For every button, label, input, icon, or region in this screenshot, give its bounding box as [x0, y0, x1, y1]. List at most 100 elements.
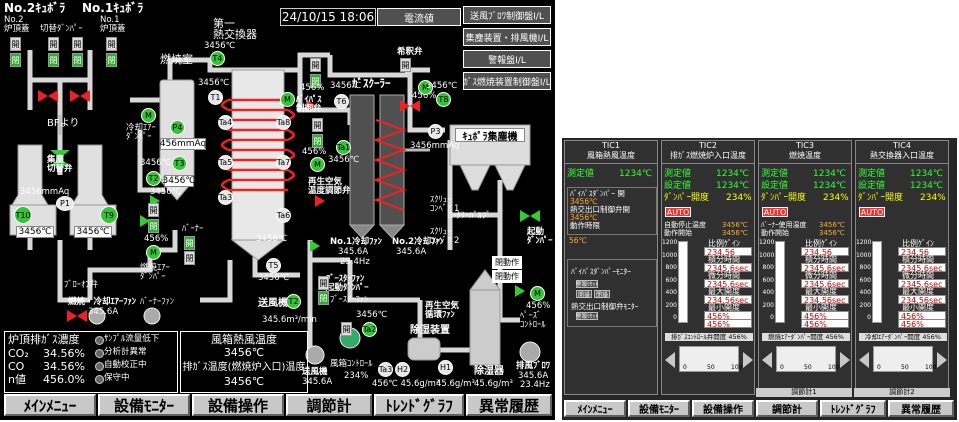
- ta5-sensor[interactable]: Ta5: [218, 155, 233, 170]
- left-arrow-icon[interactable]: [859, 352, 869, 368]
- tic1-bypass-open-button[interactable]: 開操: [576, 290, 592, 299]
- p3-sensor[interactable]: P3: [428, 124, 443, 139]
- ta8-sensor[interactable]: Ta8: [276, 115, 291, 130]
- t5-sensor[interactable]: T5: [266, 258, 281, 273]
- tic1-id: TIC1: [602, 141, 620, 150]
- right-equipment-monitor-button[interactable]: 設備ﾓﾆﾀｰ: [628, 400, 690, 417]
- cooling-air-damper-motor[interactable]: M: [141, 108, 156, 123]
- cooling-damper-open-indicator[interactable]: 開: [148, 203, 159, 217]
- t2-sensor[interactable]: T2: [146, 171, 161, 186]
- equipment-operation-button[interactable]: 設備操作: [192, 394, 284, 416]
- furnace2-close-indicator[interactable]: 閉: [10, 53, 21, 67]
- tic2-extra: 456%: [704, 319, 752, 329]
- tic2-auto-button[interactable]: AUTO: [665, 207, 691, 217]
- switch-damper2-close-indicator[interactable]: 閉: [72, 53, 83, 67]
- controller-button[interactable]: 調節計: [286, 394, 372, 416]
- sub-tab-controller2[interactable]: 調節計2: [854, 388, 950, 397]
- regen-valve-motor[interactable]: M: [310, 157, 325, 172]
- ta1-sensor[interactable]: Ta1: [336, 140, 351, 155]
- controller-faceplate-panel: TIC1 風箱熱風温度 測定値 1234℃ ﾊﾞｲﾊﾟｽﾀﾞﾝﾊﾟｰ 開 345…: [562, 138, 957, 420]
- h2-sensor[interactable]: H2: [395, 362, 410, 377]
- p1-sensor[interactable]: P1: [56, 196, 74, 211]
- right-arrow-icon[interactable]: [840, 352, 850, 368]
- h1-sensor[interactable]: H1: [438, 360, 453, 375]
- ta6-sensor[interactable]: Ta6: [276, 208, 291, 223]
- tic4-i: 2345.6sec: [898, 263, 946, 273]
- sub-tab-controller1[interactable]: 調節計1: [756, 388, 852, 397]
- start-damper2-label: 起動 ﾀﾞﾝﾊﾟｰ: [527, 227, 553, 246]
- interlock2-button[interactable]: 閉動作: [492, 270, 522, 283]
- t4-sensor[interactable]: T4: [210, 51, 225, 66]
- trend-graph-button[interactable]: ﾄﾚﾝﾄﾞｸﾞﾗﾌ: [374, 394, 464, 416]
- tic1-bypass-reset-button[interactable]: 警報ﾘｾｯﾄ: [576, 280, 599, 288]
- regen-valve-open-indicator[interactable]: 開: [312, 118, 323, 132]
- furnace1-close-indicator[interactable]: 閉: [106, 53, 117, 67]
- combustion-air-damper-motor[interactable]: M: [146, 245, 161, 260]
- tic3-auto-button[interactable]: AUTO: [762, 207, 788, 217]
- right-equipment-operation-button[interactable]: 設備操作: [692, 400, 754, 417]
- switch-damper-open-indicator[interactable]: 開: [48, 37, 59, 51]
- p4-sensor[interactable]: P4: [170, 120, 185, 135]
- main-menu-button[interactable]: ﾒｲﾝﾒﾆｭｰ: [4, 394, 96, 416]
- tic4-auto-button[interactable]: AUTO: [859, 207, 885, 217]
- right-alarm-history-button[interactable]: 異常履歴: [888, 400, 954, 417]
- alarm-panel-interlock-button[interactable]: 警報盤I/L: [463, 50, 551, 68]
- tic2-min-label: 最小開度: [708, 303, 740, 312]
- tic2-p: 234.56: [704, 247, 752, 257]
- pulse-control-motor[interactable]: M: [530, 286, 545, 301]
- tic1-heat-reset-button[interactable]: 警報ﾘｾｯﾄ: [576, 312, 599, 320]
- ta3-sensor[interactable]: Ta3: [378, 362, 393, 377]
- equipment-monitor-button[interactable]: 設備ﾓﾆﾀｰ: [98, 394, 190, 416]
- gas-burner-interlock-button[interactable]: ｶﾞｽ燃焼装置制御盤I/L: [463, 72, 551, 90]
- t2-blower-sensor[interactable]: T2: [286, 294, 301, 309]
- right-arrow-icon[interactable]: [937, 352, 947, 368]
- ta2-sensor[interactable]: Ta2: [362, 322, 377, 337]
- right-controller-button[interactable]: 調節計: [756, 400, 818, 417]
- tic4-pv-value: 1234℃: [910, 169, 944, 179]
- ta7-sensor[interactable]: Ta7: [276, 155, 291, 170]
- water-valve-motor[interactable]: M: [418, 80, 433, 95]
- hx-mid-sensor[interactable]: Ta3: [218, 190, 233, 205]
- tic3-p-label: 比例ｹﾞｲﾝ: [805, 239, 837, 248]
- bypass-close-indicator[interactable]: 閉: [310, 74, 321, 88]
- regen-valve-close-indicator[interactable]: 閉: [312, 134, 323, 148]
- furnace1-open-indicator[interactable]: 開: [106, 37, 117, 51]
- furnace2-open-indicator[interactable]: 開: [10, 37, 21, 51]
- burner-stop-indicator[interactable]: 閉: [184, 251, 195, 265]
- water-valve-open-indicator[interactable]: 開: [400, 58, 411, 72]
- cooling-fan1-hz: 23.4Hz: [340, 257, 370, 267]
- interlock1-button[interactable]: 閉動作: [492, 256, 522, 269]
- switch-damper-close-indicator[interactable]: 閉: [48, 53, 59, 67]
- right-arrow-icon[interactable]: [743, 352, 753, 368]
- current-value-button[interactable]: 電流値: [377, 8, 461, 26]
- t9-sensor[interactable]: T9: [100, 206, 118, 224]
- alarm-history-button[interactable]: 異常履歴: [466, 394, 552, 416]
- left-arrow-icon[interactable]: [665, 352, 675, 368]
- ta4-sensor[interactable]: Ta4: [218, 115, 233, 130]
- tic2-mv-value: 234%: [726, 193, 752, 203]
- dust-collector-interlock-button[interactable]: 集塵装置・排風機I/L: [463, 28, 551, 46]
- t6-sensor[interactable]: T6: [334, 94, 349, 109]
- booster-damper-close-indicator[interactable]: 閉: [318, 291, 329, 305]
- t3-sensor[interactable]: T3: [172, 156, 187, 171]
- bypass-open-indicator[interactable]: 開: [310, 58, 321, 72]
- tic3-p: 234.56: [801, 247, 849, 257]
- t10-sensor[interactable]: T10: [14, 206, 32, 224]
- switch-damper2-open-indicator[interactable]: 開: [72, 37, 83, 51]
- bypass-valve-motor[interactable]: M: [280, 92, 295, 107]
- blower-panel-interlock-button[interactable]: 送風ﾌﾞﾛﾜ制御盤I/L: [463, 6, 551, 24]
- cooling-damper-close-indicator[interactable]: 閉: [148, 219, 159, 233]
- right-trend-graph-button[interactable]: ﾄﾚﾝﾄﾞｸﾞﾗﾌ: [820, 400, 886, 417]
- t8-sensor[interactable]: T8: [436, 92, 451, 107]
- booster-damper-open-indicator[interactable]: 開: [318, 276, 329, 290]
- t1-sensor[interactable]: T1: [208, 90, 223, 105]
- air-box-open-indicator[interactable]: 開: [341, 322, 352, 336]
- tic1-bypass-close-button[interactable]: 閉操: [594, 290, 610, 299]
- burner-run-indicator[interactable]: 開: [184, 236, 195, 250]
- left-arrow-icon[interactable]: [762, 352, 772, 368]
- co-label: CO: [8, 360, 25, 373]
- right-main-menu-button[interactable]: ﾒｲﾝﾒﾆｭｰ: [564, 400, 626, 417]
